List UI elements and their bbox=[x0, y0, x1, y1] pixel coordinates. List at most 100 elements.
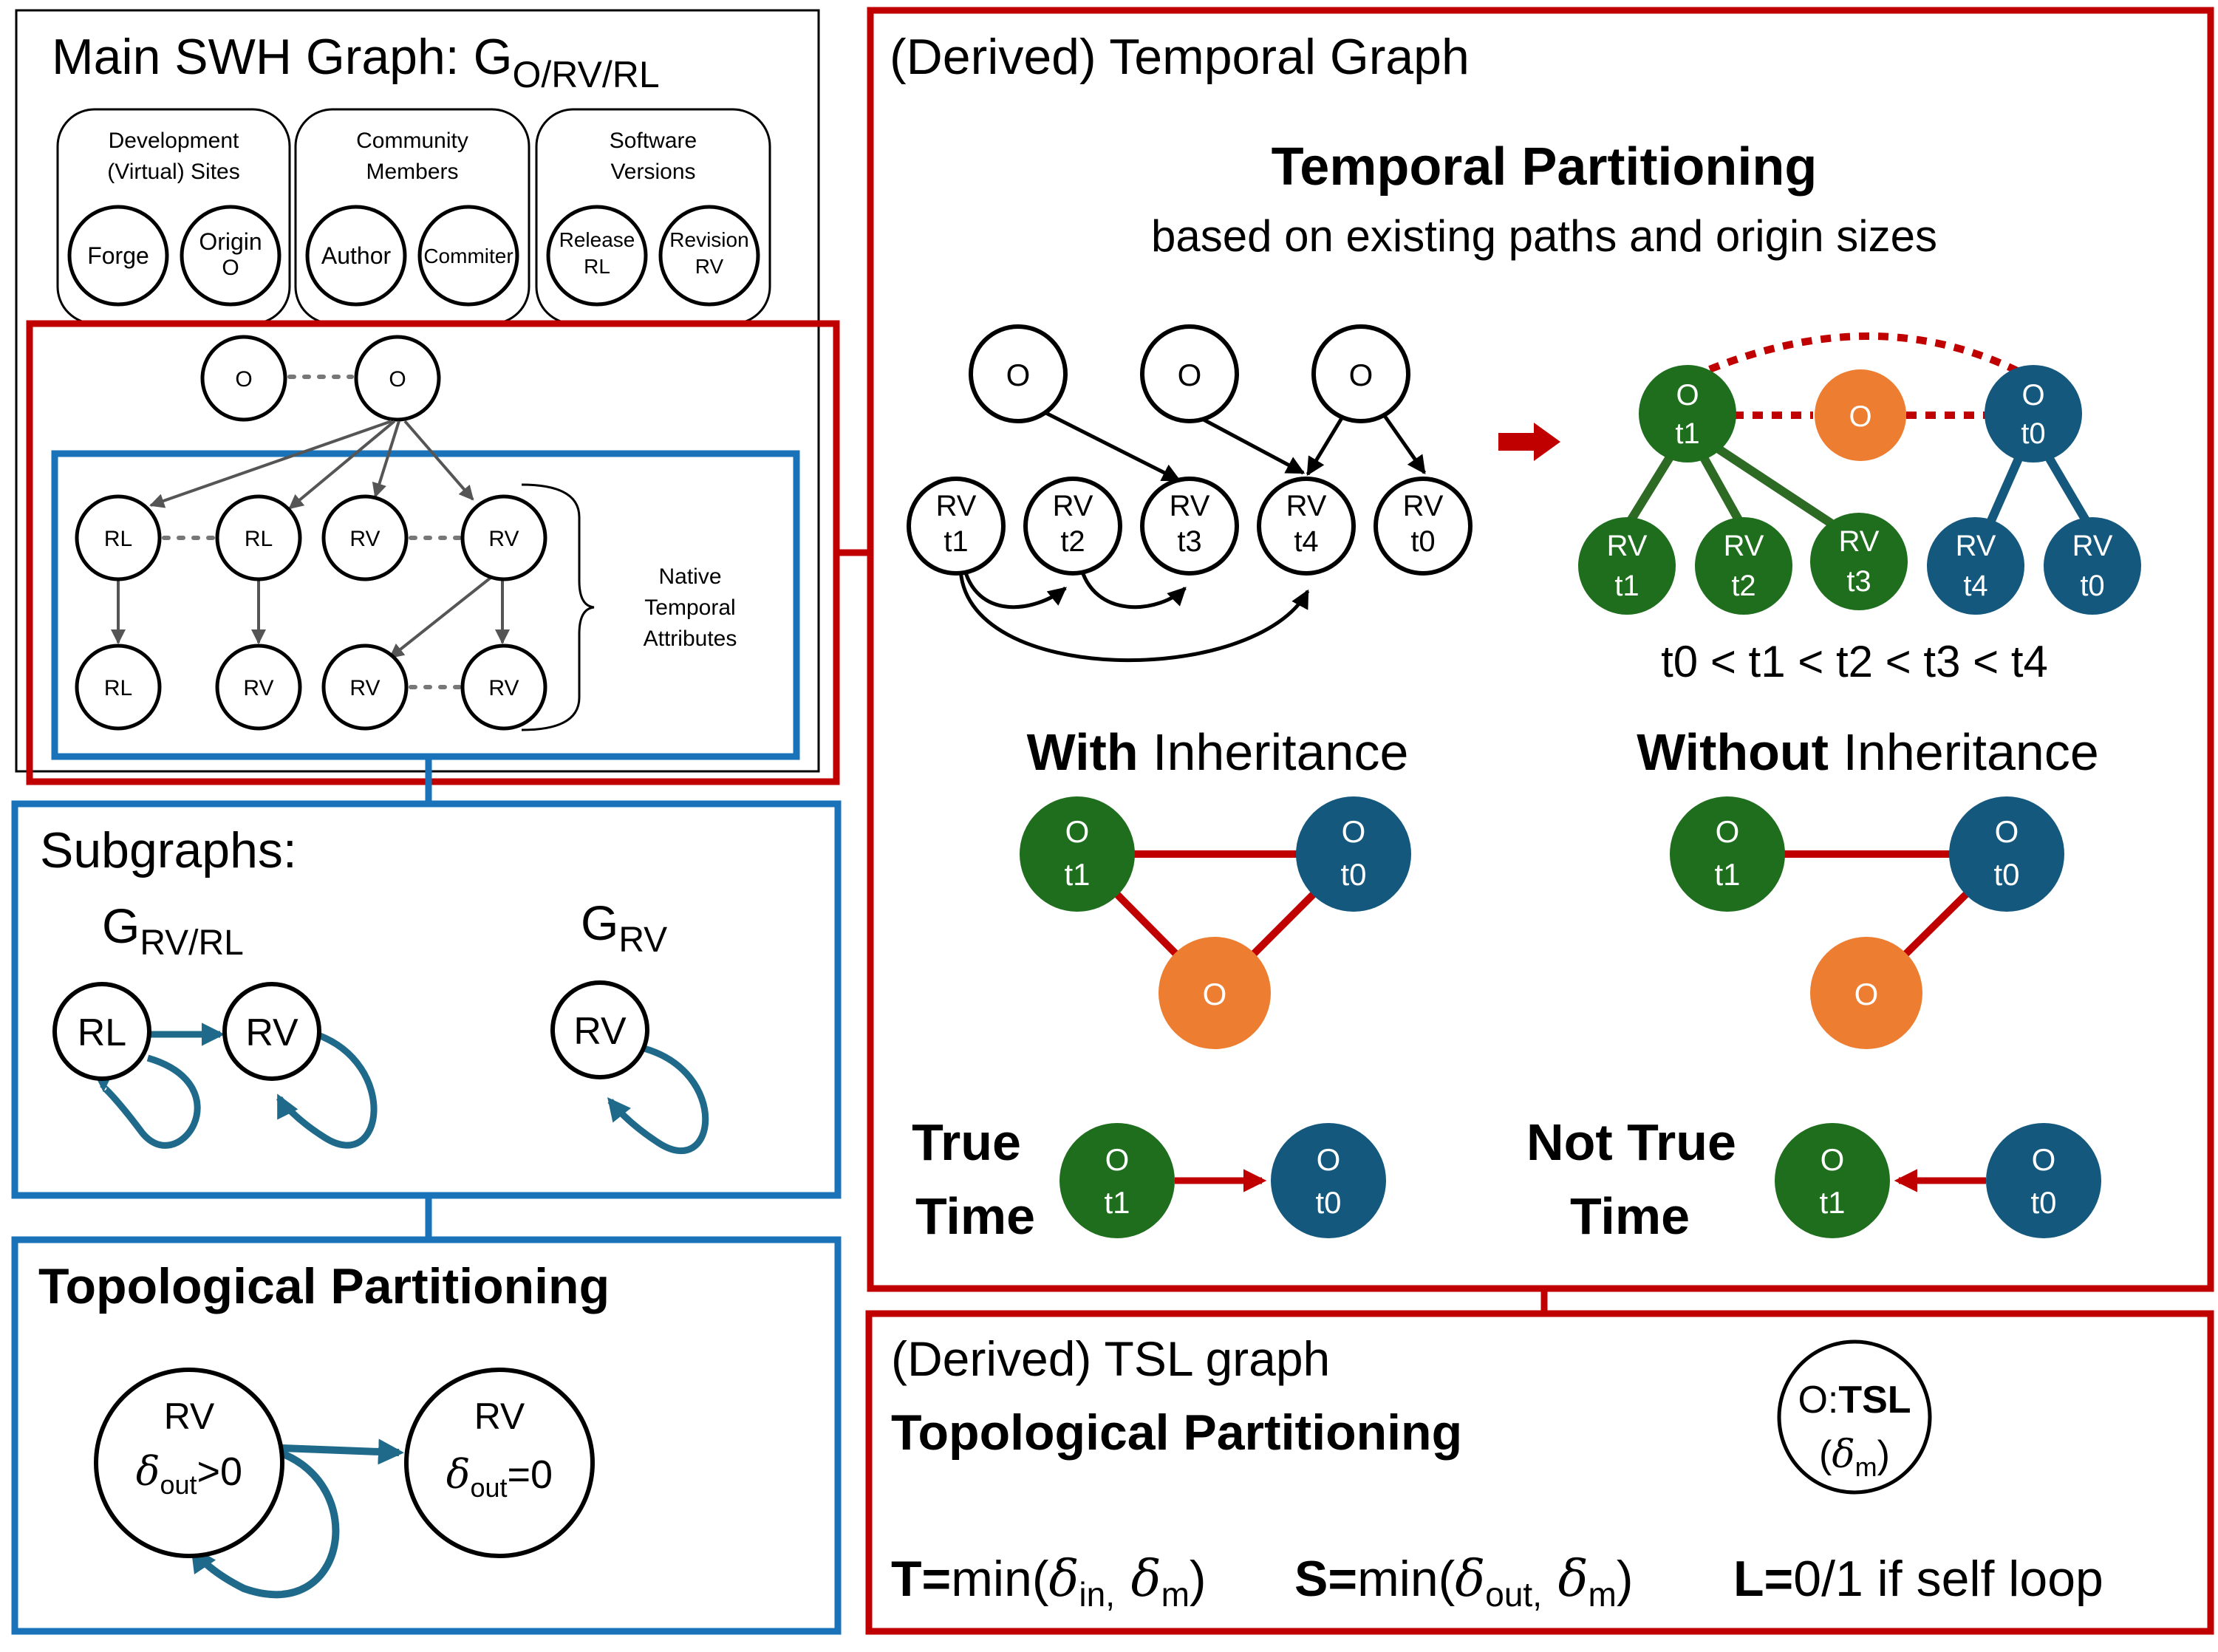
node-label: O bbox=[1006, 358, 1031, 392]
node-label: O bbox=[1065, 814, 1090, 849]
main-origin-node bbox=[200, 335, 287, 422]
revision-node bbox=[907, 477, 1006, 576]
true-time-graph: O t1 O t0 bbox=[1059, 1123, 1386, 1238]
transform-arrow-icon bbox=[1498, 423, 1560, 461]
node-label: t3 bbox=[1846, 565, 1871, 598]
node-label: O bbox=[1317, 1142, 1341, 1177]
node-label: RV bbox=[2072, 530, 2113, 562]
topological-title: Topological Partitioning bbox=[38, 1258, 610, 1314]
tsl-node-formula: (δm) bbox=[1819, 1433, 1890, 1482]
node-label: Release bbox=[559, 228, 635, 251]
main-origin-node bbox=[354, 335, 441, 422]
node-o-t0-blue bbox=[1949, 796, 2064, 912]
node-label: O bbox=[1716, 814, 1740, 849]
brace bbox=[521, 483, 595, 731]
node-label: RV bbox=[1724, 530, 1764, 562]
native-node bbox=[75, 644, 162, 731]
node-o-t0-blue bbox=[1986, 1123, 2101, 1238]
node-o-orange bbox=[1159, 937, 1271, 1049]
self-loop-rv bbox=[276, 1031, 378, 1149]
edge bbox=[389, 576, 492, 659]
node-revision bbox=[658, 205, 760, 307]
topological-node-out-zero bbox=[404, 1368, 595, 1558]
without-inheritance-heading: Without Inheritance bbox=[1637, 723, 2099, 781]
origin-edges bbox=[111, 420, 510, 659]
native-node bbox=[321, 644, 409, 731]
node-label: t1 bbox=[1104, 1185, 1130, 1220]
node-o-t1-green bbox=[1639, 365, 1736, 463]
node-label: t0 bbox=[2080, 570, 2104, 602]
true-time-label: Time bbox=[915, 1187, 1035, 1245]
edge bbox=[1191, 412, 1306, 475]
node-label: RV bbox=[1607, 530, 1648, 562]
edge bbox=[1381, 412, 1427, 475]
node-label: RV bbox=[349, 676, 380, 700]
native-node bbox=[75, 494, 162, 581]
node-label: O bbox=[235, 367, 252, 392]
node-label: RL bbox=[245, 527, 273, 551]
node-forge bbox=[67, 205, 169, 307]
node-o-t1-green bbox=[1020, 796, 1135, 912]
brace-label: Temporal bbox=[644, 595, 735, 620]
tsl-node-label: O:TSL bbox=[1798, 1379, 1911, 1421]
node-rv-t0 bbox=[2044, 517, 2141, 615]
node-label: RV bbox=[488, 676, 519, 700]
temporal-origin-node bbox=[1311, 324, 1410, 423]
subgraph-node-rv-single bbox=[550, 980, 649, 1079]
node-label: RV bbox=[245, 1011, 298, 1054]
edge bbox=[403, 420, 474, 501]
node-label: Author bbox=[321, 242, 392, 269]
revision-node bbox=[1140, 477, 1239, 576]
node-label: RV bbox=[1956, 530, 1996, 562]
edge bbox=[288, 420, 396, 510]
node-rv-t4 bbox=[1927, 517, 2024, 615]
node-label: RL bbox=[78, 1011, 126, 1054]
node-label: t1 bbox=[943, 525, 968, 558]
node-label: t4 bbox=[1294, 525, 1318, 558]
node-label: t2 bbox=[1731, 570, 1755, 602]
formula-l: L=0/1 if self loop bbox=[1733, 1551, 2103, 1607]
with-inheritance-graph: O t1 O t0 O bbox=[1020, 796, 1411, 1049]
edge-rv-rv bbox=[281, 1438, 404, 1465]
main-graph-title: Main SWH Graph: GO/RV/RL bbox=[52, 29, 660, 95]
revision-node bbox=[1023, 477, 1122, 576]
tsl-heading: Topological Partitioning bbox=[891, 1404, 1462, 1461]
node-label: O bbox=[1854, 977, 1879, 1011]
subgraph-node-rv bbox=[222, 982, 321, 1081]
topological-panel: Topological Partitioning RV δout>0 RV δo… bbox=[11, 1236, 842, 1635]
node-label: RV bbox=[1839, 525, 1880, 558]
temporal-header: (Derived) Temporal Graph bbox=[890, 29, 1470, 85]
true-time-label: True bbox=[912, 1113, 1021, 1171]
node-label: t0 bbox=[2030, 1185, 2056, 1220]
group-software-versions: Software Versions Release RL Revision RV bbox=[535, 108, 771, 325]
node-label: t3 bbox=[1177, 525, 1201, 558]
node-label: Forge bbox=[87, 242, 149, 269]
node-label: O bbox=[1849, 400, 1871, 433]
node-o-t0-blue bbox=[1985, 365, 2082, 463]
node-o-orange bbox=[1815, 369, 1906, 461]
node-label: O bbox=[1821, 1142, 1845, 1177]
node-label: Origin bbox=[199, 228, 262, 255]
node-o-t0-blue bbox=[1271, 1123, 1386, 1238]
node-label: RL bbox=[104, 676, 132, 700]
native-node bbox=[460, 644, 547, 731]
node-label: t1 bbox=[1064, 857, 1090, 892]
self-loop-topological bbox=[190, 1449, 340, 1599]
node-label: t1 bbox=[1614, 570, 1639, 602]
node-label: RL bbox=[584, 255, 610, 278]
subgraphs-title: Subgraphs: bbox=[40, 822, 297, 878]
node-label: t1 bbox=[1819, 1185, 1845, 1220]
node-label: t0 bbox=[1410, 525, 1435, 558]
node-label: RV bbox=[164, 1396, 215, 1437]
temporal-subheading: based on existing paths and origin sizes bbox=[1151, 211, 1937, 261]
without-inheritance-graph: O t1 O t0 O bbox=[1670, 796, 2064, 1049]
node-label: t0 bbox=[1315, 1185, 1341, 1220]
edge-t2-t3 bbox=[1078, 564, 1187, 610]
node-label: t0 bbox=[1340, 857, 1366, 892]
node-label: t0 bbox=[2021, 417, 2045, 450]
tsl-border bbox=[865, 1310, 2214, 1635]
node-formula: δout>0 bbox=[136, 1448, 242, 1500]
temporal-panel: (Derived) Temporal Graph Temporal Partit… bbox=[867, 7, 2214, 1292]
subgraphs-panel: Subgraphs: GRV/RL GRV RL RV RV bbox=[11, 800, 842, 1199]
